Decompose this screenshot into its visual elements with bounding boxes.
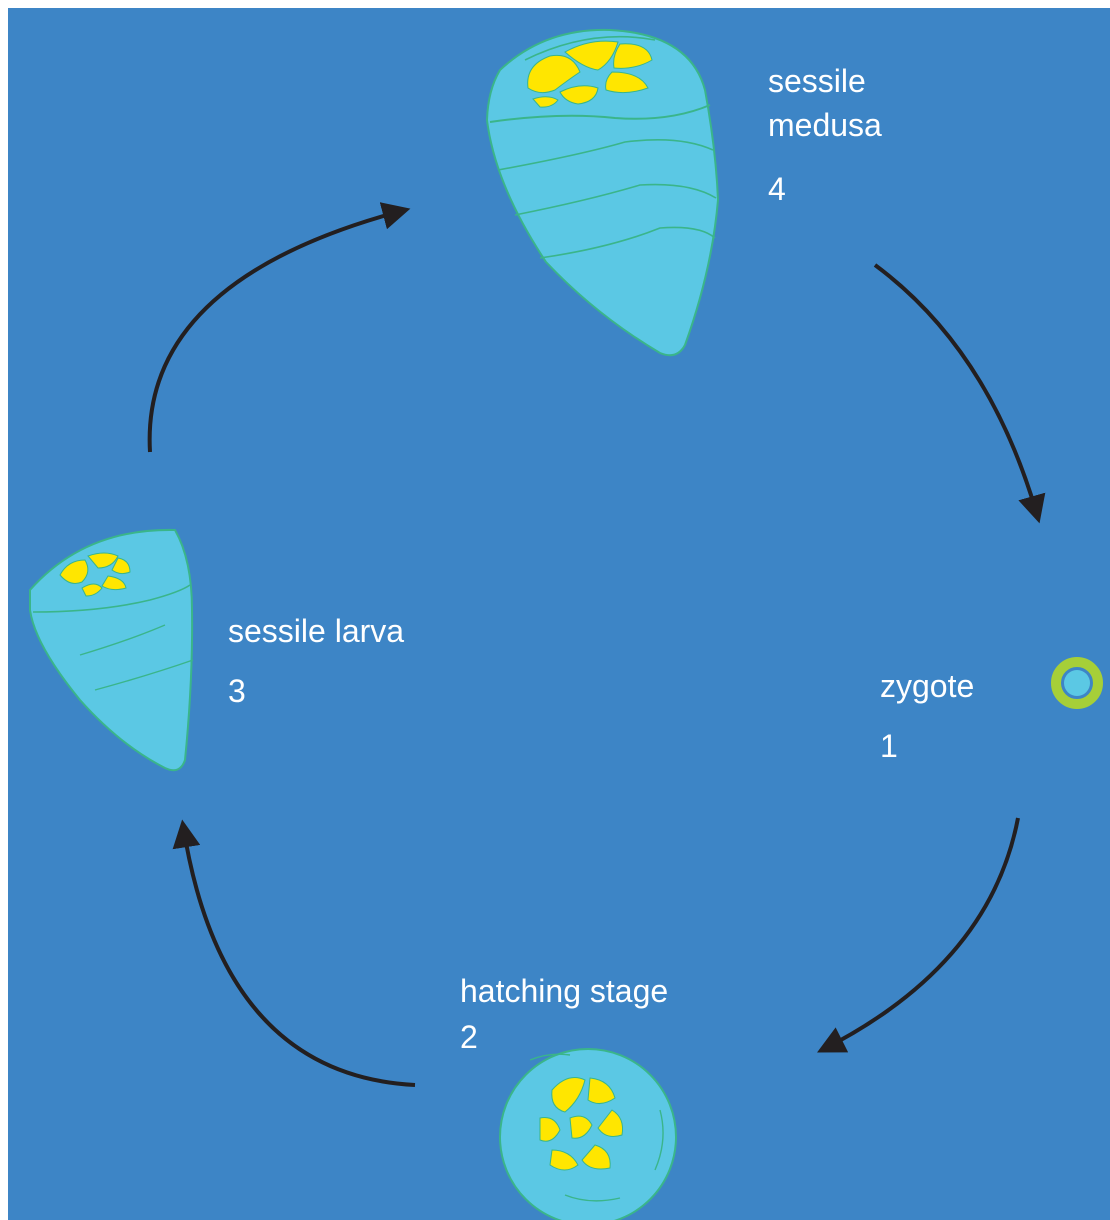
arrow-hatching-to-larva: [172, 819, 416, 1087]
arrow-larva-to-medusa: [147, 202, 411, 453]
zygote-figure: [1051, 657, 1103, 709]
hatching-yellow-cells: [539, 1077, 623, 1171]
larva-band-2: [79, 624, 166, 656]
medusa-yellow-cells: [527, 40, 653, 108]
zygote-core: [1064, 670, 1090, 696]
hatching-rim-line-3: [564, 1194, 621, 1202]
medusa-stage-number: 4: [768, 171, 786, 207]
medusa-top-rim: [524, 35, 656, 61]
arrow-zygote-to-hatching: [817, 817, 1020, 1053]
larva-yellow-cells: [59, 552, 131, 597]
larva-band-1: [32, 584, 191, 613]
larva-band-3: [94, 659, 194, 691]
hatching-rim-line-2: [654, 1109, 664, 1171]
larva-stage-number: 3: [228, 673, 246, 709]
zygote-ring: [1051, 657, 1103, 709]
sessile-medusa-figure: [485, 28, 720, 357]
medusa-label-line2: medusa: [768, 107, 882, 143]
hatching-label: hatching stage: [460, 973, 668, 1009]
medusa-band-3: [514, 183, 717, 216]
hatching-disc: [499, 1048, 677, 1220]
zygote-stage-number: 1: [880, 728, 898, 764]
medusa-body: [485, 28, 720, 357]
medusa-label-line1: sessile: [768, 63, 866, 99]
larva-label: sessile larva: [228, 613, 404, 649]
hatching-stage-figure: [499, 1048, 677, 1220]
medusa-band-4: [539, 226, 716, 259]
medusa-band-2: [497, 138, 714, 171]
sessile-larva-figure: [29, 528, 194, 772]
hatching-stage-number: 2: [460, 1019, 478, 1055]
medusa-band-1: [489, 104, 711, 123]
arrow-medusa-to-zygote: [873, 263, 1046, 524]
zygote-label: zygote: [880, 668, 974, 704]
hatching-rim-line-1: [529, 1053, 571, 1061]
larva-body: [29, 528, 194, 772]
